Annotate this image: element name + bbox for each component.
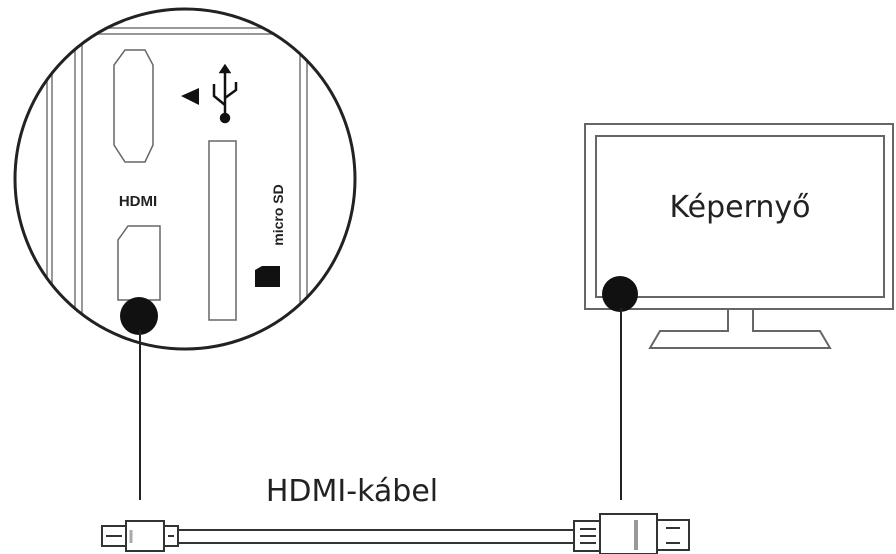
monitor: Képernyő [584, 123, 894, 349]
usb-port [113, 49, 154, 163]
hdmi-port [117, 225, 161, 301]
arrow-left-icon [181, 88, 199, 105]
monitor-label: Képernyő [669, 190, 810, 225]
hdmi-cable [101, 513, 690, 554]
device-closeup: HDMI micro SD [13, 7, 357, 351]
usb-icon [212, 63, 238, 124]
microsd-slot [208, 140, 237, 321]
hdmi-plug [573, 513, 690, 554]
cable-label: HDMI-kábel [266, 474, 438, 509]
monitor-connection-point [602, 276, 638, 312]
sd-card-icon [255, 266, 280, 287]
microsd-label: micro SD [270, 184, 286, 245]
hdmi-port-label: HDMI [119, 193, 157, 210]
monitor-screen [595, 135, 885, 298]
device-connection-point [120, 297, 158, 335]
micro-hdmi-plug [101, 520, 179, 552]
monitor-stand [648, 309, 832, 349]
zoom-circle-outline [13, 7, 357, 351]
